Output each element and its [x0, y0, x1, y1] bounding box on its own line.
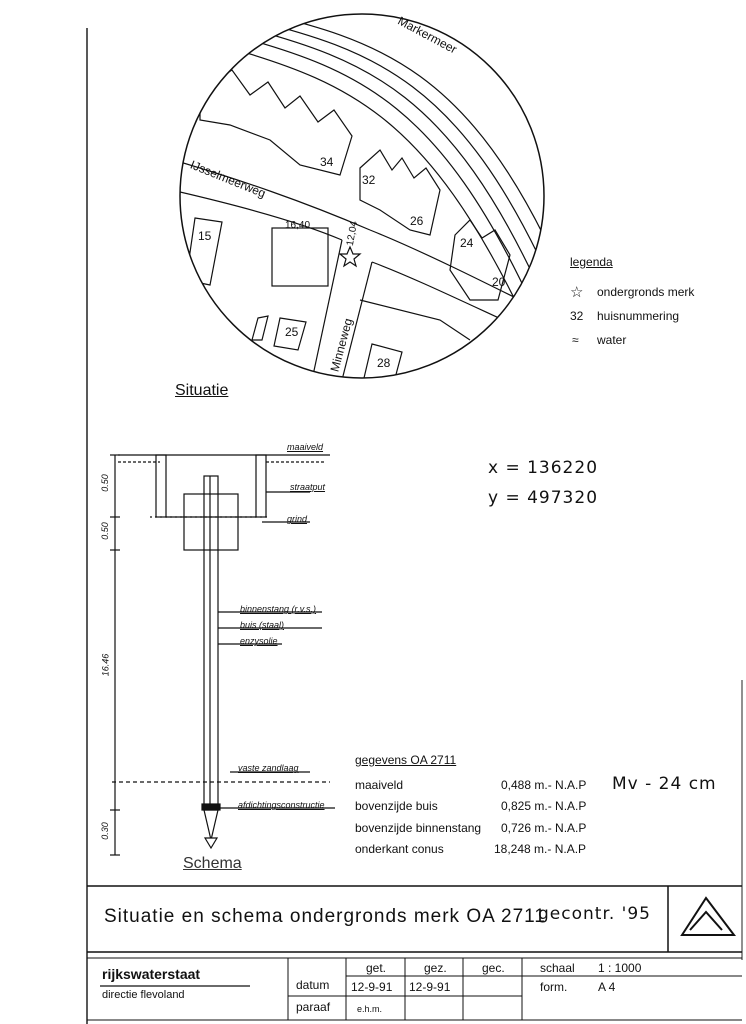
- house-number: 15: [198, 229, 212, 243]
- schema-label-binnenstang: binnenstang (r.v.s.): [240, 604, 317, 614]
- legend-item-label: huisnummering: [597, 309, 680, 323]
- gegevens-row-value: 0,825 m.- N.A.P: [501, 799, 587, 813]
- schaal-label: schaal: [540, 961, 575, 975]
- coordinate-y: y = 497320: [488, 488, 599, 508]
- form-label: form.: [540, 980, 568, 994]
- gec-label: gec.: [482, 961, 505, 975]
- dimension-label: 16.46: [100, 653, 111, 677]
- drawing-title: Situatie en schema ondergronds merk OA 2…: [104, 906, 546, 927]
- coordinate-x: x = 136220: [488, 458, 599, 478]
- get-initials: e.h.m.: [357, 1004, 383, 1014]
- house-number: 32: [362, 173, 376, 187]
- schema-drawing: [110, 454, 335, 856]
- house-number: 20: [492, 275, 506, 289]
- paraaf-label: paraaf: [296, 1000, 331, 1014]
- dimension-label: 0.50: [99, 474, 110, 492]
- legend-water-icon: ≈: [572, 333, 579, 347]
- legend-title: legenda: [570, 255, 613, 269]
- rijkswaterstaat-logo: [680, 896, 737, 936]
- situatie-heading: Situatie: [175, 382, 229, 399]
- benchmark-star-icon: [338, 245, 362, 268]
- house-number: 26: [410, 214, 424, 228]
- schema-label-straatput: straatput: [290, 482, 326, 492]
- legend-item-label: water: [597, 333, 627, 347]
- schema-heading: Schema: [183, 855, 242, 872]
- gegevens-row-value: 0,488 m.- N.A.P: [501, 778, 587, 792]
- house-number: 34: [320, 155, 334, 169]
- drawing-title-note: gecontr. '95: [538, 904, 651, 924]
- gegevens-row-label: onderkant conus: [355, 842, 444, 856]
- gegevens-row-value: 18,248 m.- N.A.P: [494, 842, 587, 856]
- schema-label-maaiveld: maaiveld: [287, 442, 324, 452]
- dept-name: directie flevoland: [102, 989, 185, 1001]
- gegevens-handwritten-note: Mv - 24 cm: [612, 774, 717, 794]
- datum-label: datum: [296, 978, 330, 992]
- schema-label-afdichting: afdichtingsconstructie: [238, 800, 325, 810]
- gez-label: gez.: [424, 961, 447, 975]
- situation-map: [179, 13, 545, 379]
- get-date: 12-9-91: [351, 980, 393, 994]
- schaal-value: 1 : 1000: [598, 961, 642, 975]
- title-block-frame: [87, 885, 742, 1021]
- gegevens-row-value: 0,726 m.- N.A.P: [501, 821, 587, 835]
- dimension-label: 0.30: [99, 822, 110, 840]
- schema-label-buis: buis (staal): [240, 620, 285, 630]
- legend-star-icon: ☆: [570, 284, 584, 301]
- house-number: 28: [377, 356, 391, 370]
- gez-date: 12-9-91: [409, 980, 451, 994]
- schema-label-grind: grind: [287, 514, 308, 524]
- house-number: 24: [460, 236, 474, 250]
- get-label: get.: [366, 961, 387, 975]
- gegevens-title: gegevens OA 2711: [355, 753, 457, 767]
- gegevens-row-label: bovenzijde binnenstang: [355, 821, 482, 835]
- form-value: A 4: [598, 980, 616, 994]
- schema-label-enzysolie: enzysolie: [240, 636, 278, 646]
- legend-item-label: ondergronds merk: [597, 285, 695, 299]
- gegevens-row-label: maaiveld: [355, 778, 404, 792]
- schema-label-zandlaag: vaste zandlaag: [238, 763, 299, 773]
- gegevens-row-label: bovenzijde buis: [355, 799, 438, 813]
- org-name: rijkswaterstaat: [102, 966, 201, 982]
- dimension-label: 0.50: [99, 522, 110, 540]
- house-number: 25: [285, 325, 299, 339]
- level-label: 16,40: [285, 220, 311, 231]
- legend-number-symbol: 32: [570, 309, 584, 323]
